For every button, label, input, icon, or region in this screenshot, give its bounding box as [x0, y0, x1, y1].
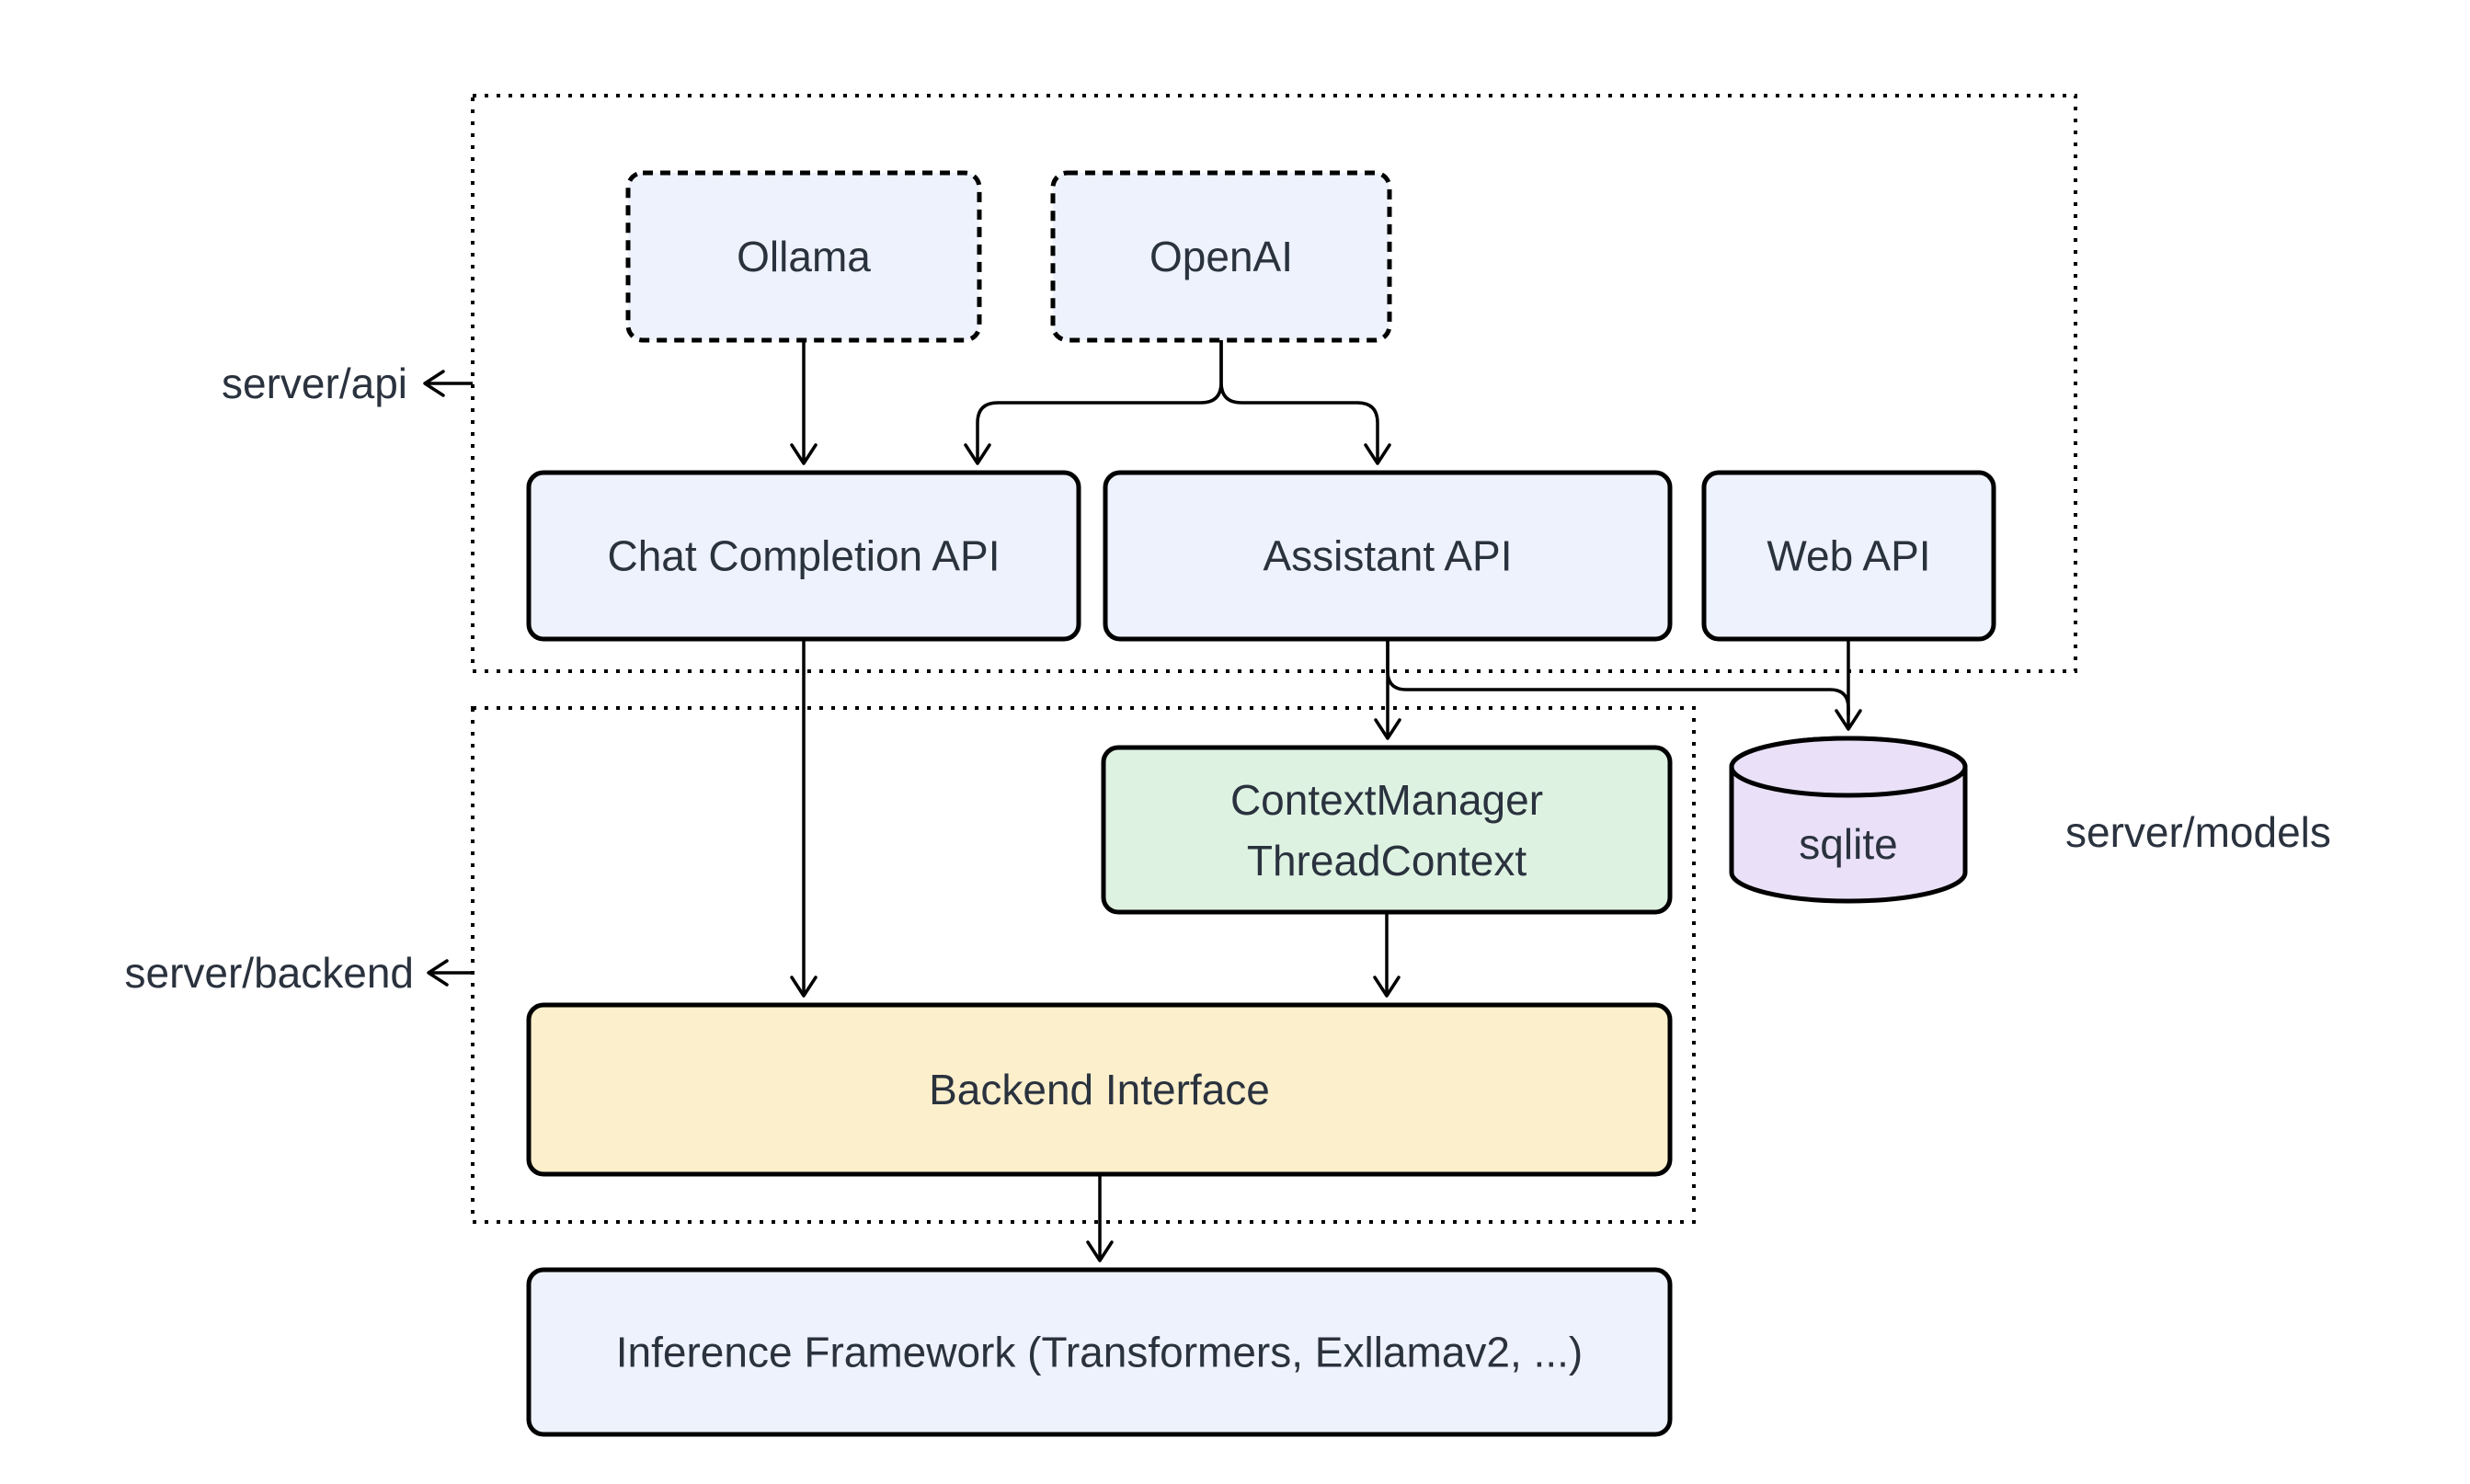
node-ollama: Ollama	[625, 170, 982, 343]
node-openai: OpenAI	[1050, 170, 1392, 343]
node-chat-completion-api: Chat Completion API	[526, 470, 1081, 642]
node-web-api: Web API	[1701, 470, 1996, 642]
node-box-inference-framework	[526, 1267, 1673, 1437]
node-label-line: ContextManager	[1230, 776, 1543, 824]
node-box-assistant-api	[1103, 470, 1673, 642]
node-box-ollama	[625, 170, 982, 343]
node-label-openai: OpenAI	[1149, 233, 1293, 280]
container-server-api	[471, 94, 2077, 673]
node-label-chat-completion-api: Chat Completion API	[607, 532, 1000, 580]
node-box-backend-interface	[526, 1002, 1673, 1177]
node-label-ollama: Ollama	[737, 233, 871, 280]
node-sqlite: sqlite	[1729, 736, 1968, 904]
edge-openai-to-chat-completion-api	[964, 340, 1223, 465]
node-assistant-api: Assistant API	[1103, 470, 1673, 642]
node-label-web-api: Web API	[1767, 532, 1930, 580]
container-server-backend	[471, 706, 1696, 1224]
node-label-sqlite: sqlite	[1799, 820, 1897, 868]
node-label-assistant-api: Assistant API	[1263, 532, 1512, 580]
container-label-server-api: server/api	[222, 360, 407, 407]
node-box-context-manager	[1101, 745, 1673, 915]
node-label-backend-interface: Backend Interface	[929, 1066, 1270, 1113]
node-box-web-api	[1701, 470, 1996, 642]
node-label-line: ThreadContext	[1247, 837, 1527, 885]
container-label-server-backend: server/backend	[125, 949, 415, 997]
side-label-server-models: server/models	[2065, 808, 2331, 856]
edge-openai-to-assistant-api	[1219, 340, 1391, 465]
node-backend-interface: Backend Interface	[526, 1002, 1673, 1177]
node-box-chat-completion-api	[526, 470, 1081, 642]
edge-assistant-api-to-sqlite	[1386, 639, 1850, 715]
cylinder-top	[1729, 736, 1968, 798]
node-box-openai	[1050, 170, 1392, 343]
node-inference-framework: Inference Framework (Transformers, Exlla…	[526, 1267, 1673, 1437]
node-label-inference-framework: Inference Framework (Transformers, Exlla…	[616, 1329, 1583, 1376]
